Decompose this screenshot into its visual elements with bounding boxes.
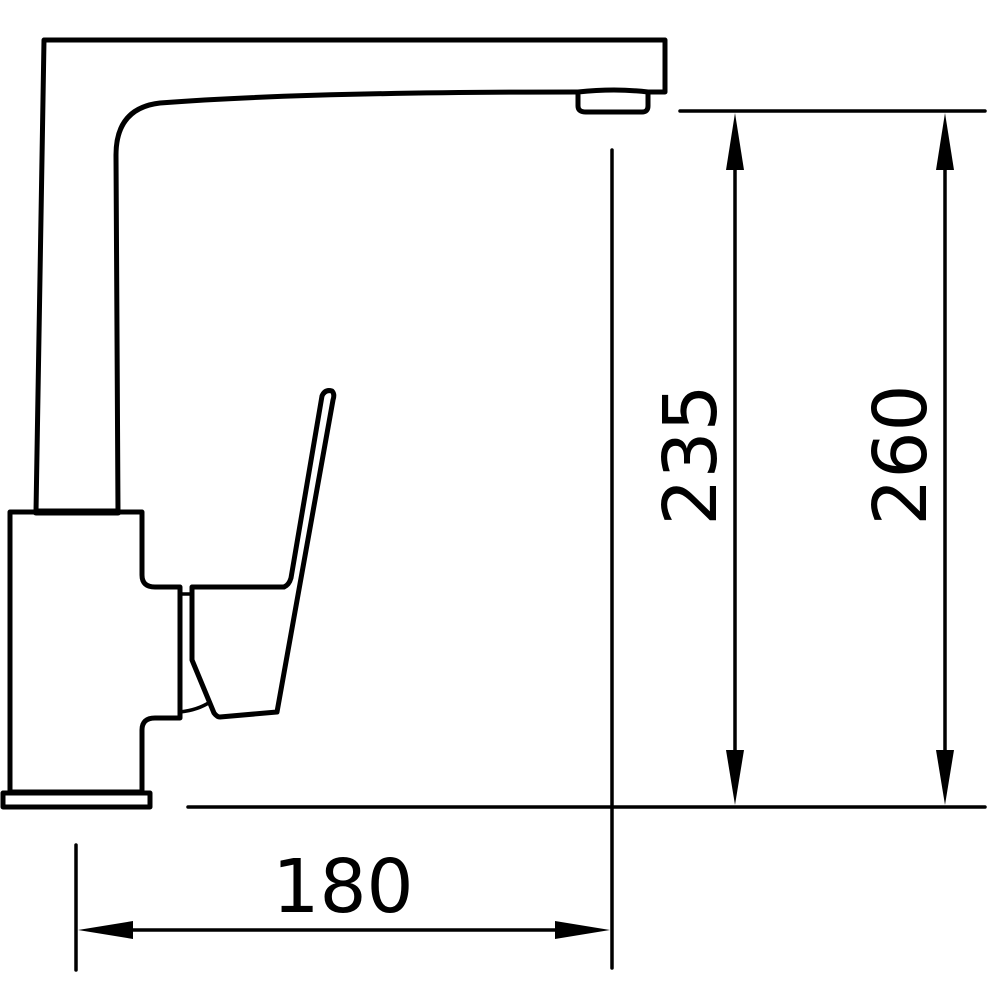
dimension-total-height: 260 bbox=[858, 113, 954, 805]
base-body bbox=[7, 509, 183, 795]
dimension-spout-height: 235 bbox=[648, 113, 744, 805]
spout-inner bbox=[113, 89, 581, 515]
dimension-label-260: 260 bbox=[858, 384, 944, 525]
spout-outer bbox=[33, 37, 668, 515]
dimension-width: 180 bbox=[78, 844, 610, 939]
base-plate bbox=[0, 790, 153, 810]
dimension-label-180: 180 bbox=[272, 844, 413, 930]
arrow-down-icon bbox=[936, 750, 954, 805]
dimension-label-235: 235 bbox=[648, 384, 734, 525]
arrow-up-icon bbox=[936, 113, 954, 170]
extension-lines bbox=[74, 109, 987, 972]
arrow-down-icon bbox=[726, 750, 744, 805]
arrow-left-icon bbox=[78, 921, 133, 939]
faucet-outline bbox=[0, 37, 668, 810]
aerator bbox=[575, 87, 651, 115]
arrow-up-icon bbox=[726, 113, 744, 170]
arrow-right-icon bbox=[555, 921, 610, 939]
lever-handle bbox=[189, 388, 337, 720]
